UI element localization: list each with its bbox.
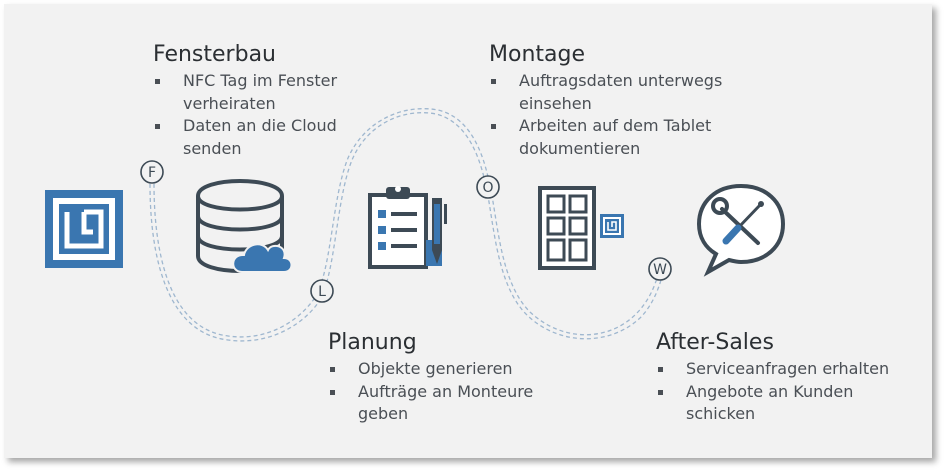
section-fensterbau: Fensterbau NFC Tag im Fenster verheirate… [153,42,373,160]
bullet-list: Serviceanfragen erhalten Angebote an Kun… [656,358,916,426]
nfc-tag-icon [45,190,123,268]
section-title: Montage [489,42,585,67]
marker-l: L [310,279,334,303]
svg-text:O: O [482,180,493,196]
list-item: Auftragsdaten unterwegs einsehen [489,70,749,115]
section-montage: Montage Auftragsdaten unterwegs einsehen… [489,42,749,160]
small-nfc-tag-icon [600,214,624,238]
bullet-list: Auftragsdaten unterwegs einsehen Arbeite… [489,70,749,160]
list-item: Arbeiten auf dem Tablet dokumentieren [489,115,749,160]
marker-w: W [648,257,672,281]
marker-o: O [476,175,500,199]
list-item: Daten an die Cloud senden [153,115,373,160]
process-path [149,108,662,342]
section-title: Planung [328,330,417,355]
list-item: NFC Tag im Fenster verheiraten [153,70,373,115]
section-aftersales: After-Sales Serviceanfragen erhalten Ang… [656,330,916,426]
clipboard-checklist-icon [368,186,447,269]
section-title: After-Sales [656,330,774,355]
svg-text:L: L [318,284,326,300]
svg-text:W: W [653,262,667,278]
list-item: Angebote an Kunden schicken [656,381,916,426]
svg-text:F: F [148,165,156,181]
cloud-icon [232,243,293,273]
pen-icon [432,198,447,264]
cloud-database-icon [196,179,293,273]
section-title: Fensterbau [153,42,276,67]
section-planung: Planung Objekte generieren Aufträge an M… [328,330,568,426]
service-tools-icon [696,183,786,277]
list-item: Aufträge an Monteure geben [328,381,568,426]
bullet-list: NFC Tag im Fenster verheiraten Daten an … [153,70,373,160]
screwdriver-icon [722,201,764,245]
window-nfc-icon [538,186,624,270]
list-item: Serviceanfragen erhalten [656,358,916,381]
list-item: Objekte generieren [328,358,568,381]
marker-f: F [140,160,164,184]
bullet-list: Objekte generieren Aufträge an Monteure … [328,358,568,426]
